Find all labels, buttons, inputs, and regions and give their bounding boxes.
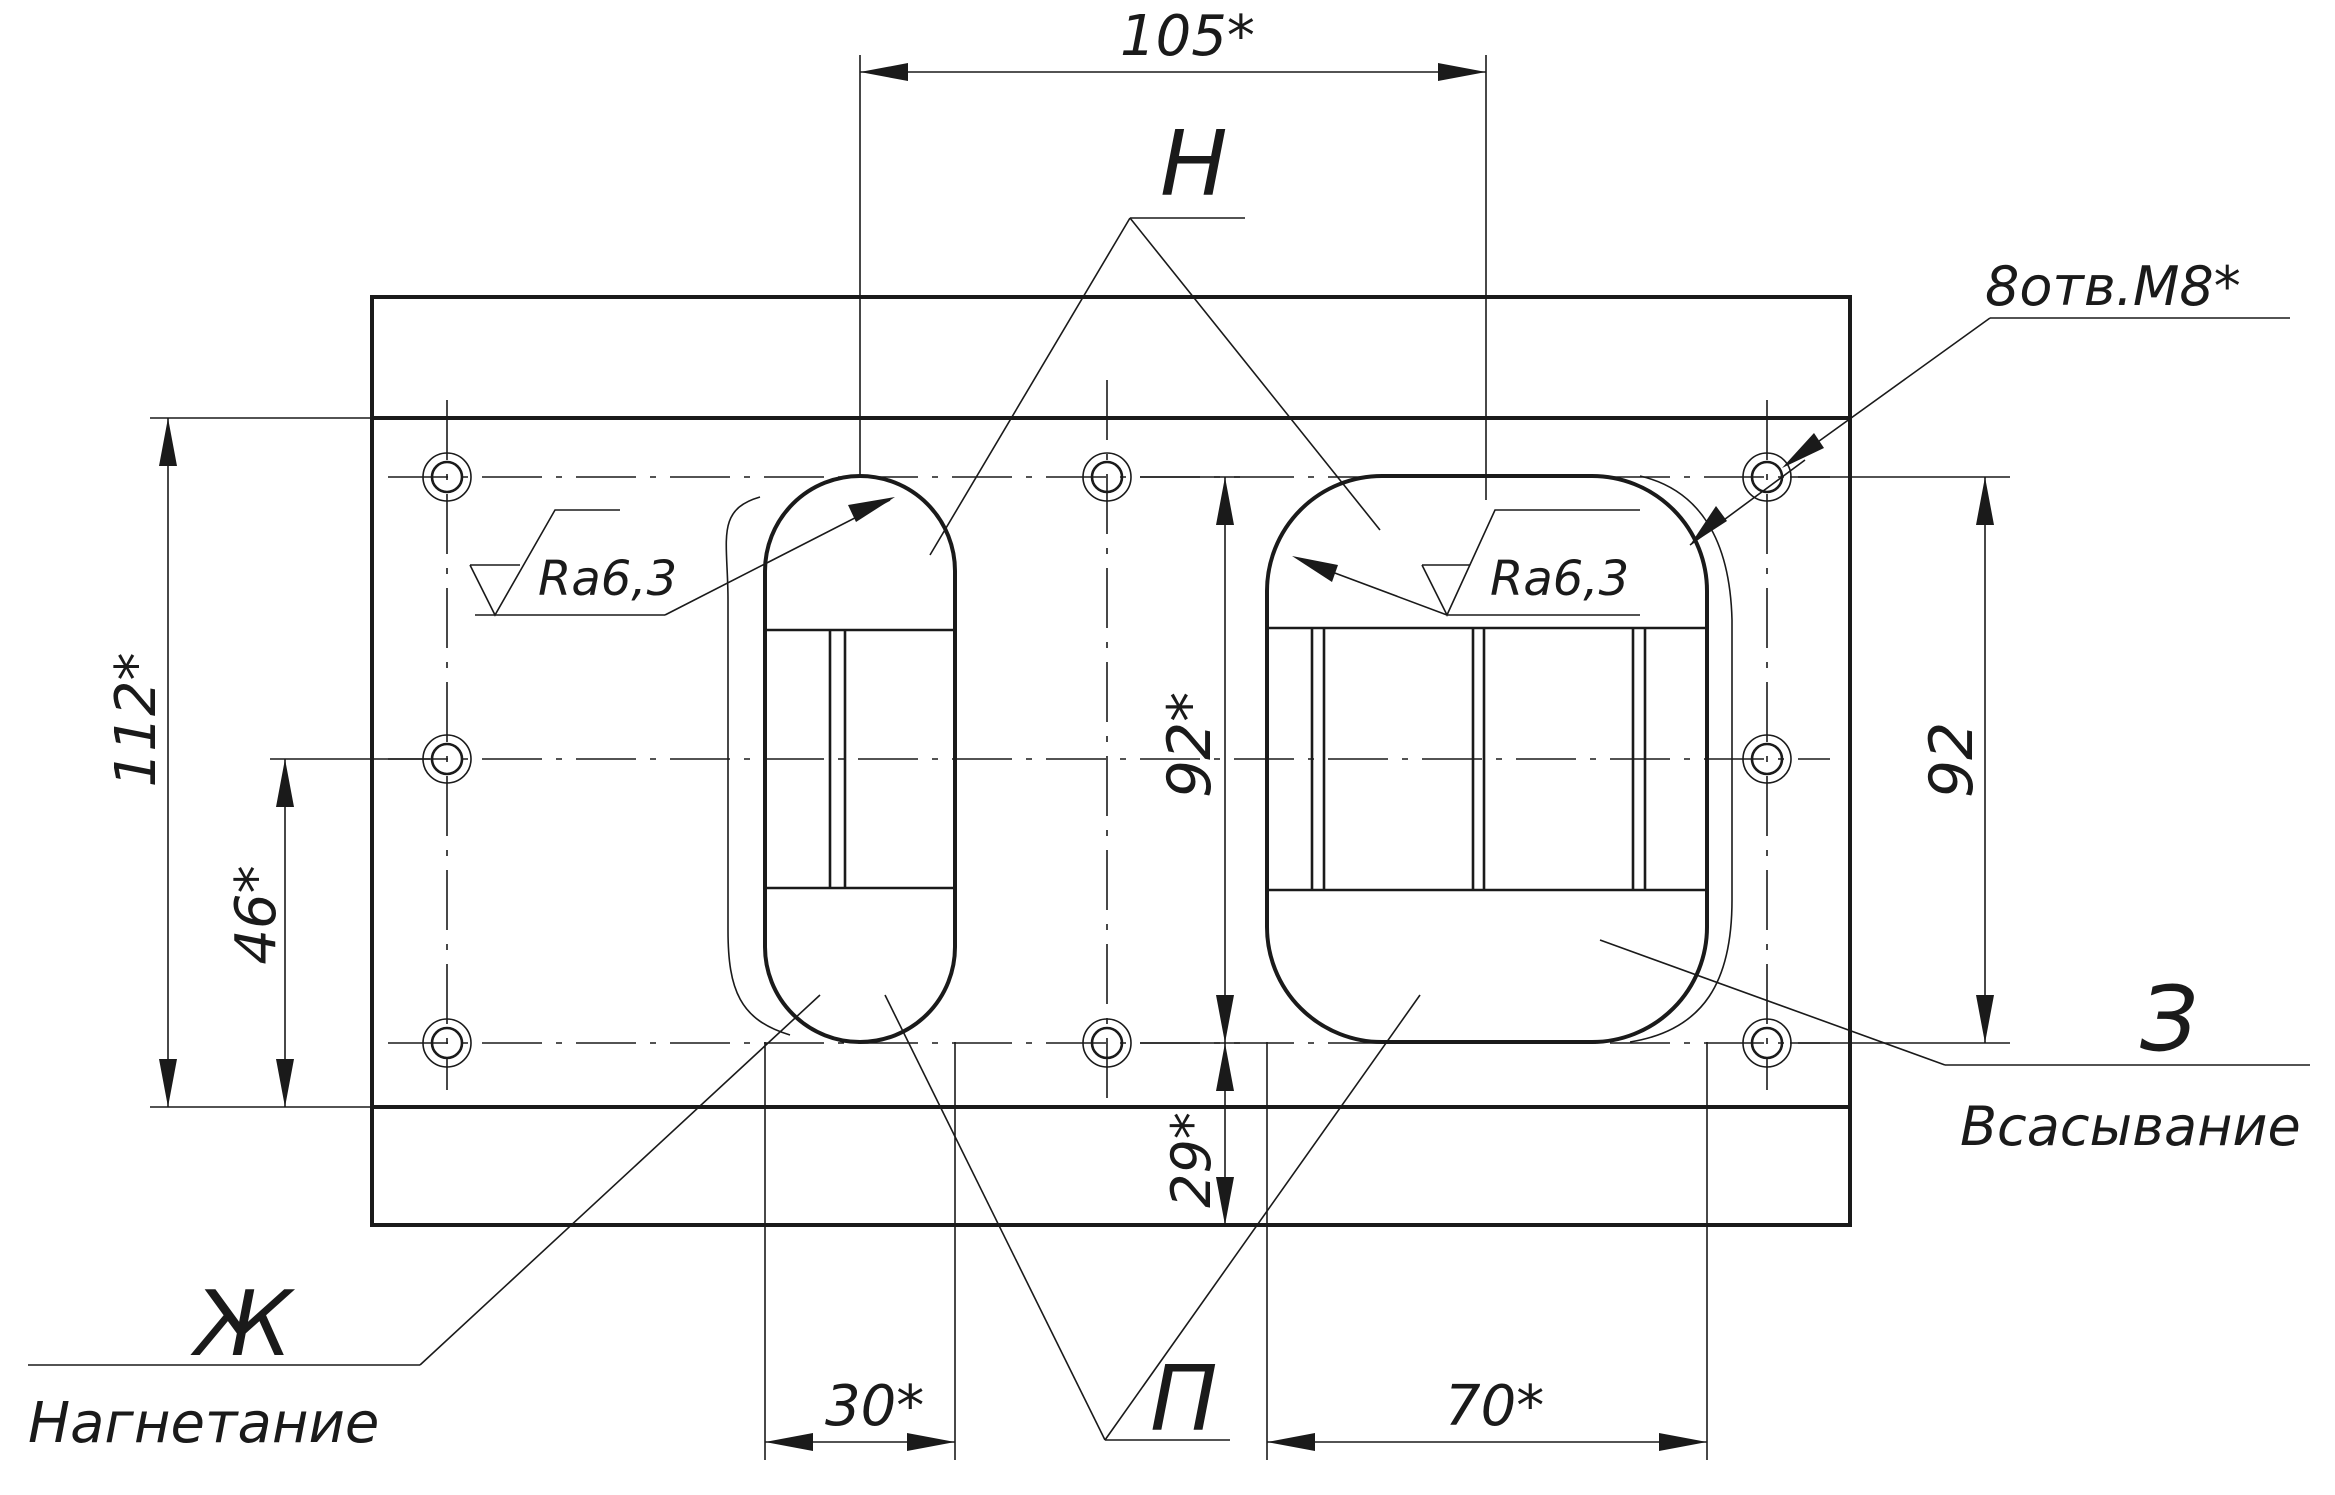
dim-bottom-offset-label: 29* <box>1160 1112 1223 1208</box>
callout-zh: Ж Нагнетание <box>28 994 821 1456</box>
callout-n: Н <box>929 112 1381 556</box>
callout-zh-label: Ж <box>190 1272 296 1377</box>
roughness-left: Ra6,3 <box>469 497 895 617</box>
callout-p: П <box>884 994 1421 1452</box>
dim-right-height: 92 <box>1790 476 2010 1044</box>
hole-5 <box>1082 1018 1132 1068</box>
dim-top-width-label: 105* <box>1120 4 1255 69</box>
roughness-left-label: Ra6,3 <box>538 551 677 607</box>
dim-left-height: 112* <box>104 417 372 1108</box>
dim-center-height: 92* <box>1140 476 1240 1044</box>
dim-left-height-label: 112* <box>104 653 169 788</box>
callout-p-label: П <box>1150 1347 1218 1452</box>
dim-large-port-width: 70* <box>1266 1042 1708 1460</box>
mounting-holes <box>422 452 1792 1068</box>
hole-4 <box>1082 452 1132 502</box>
callout-n-label: Н <box>1160 112 1228 217</box>
roughness-right: Ra6,3 <box>1292 509 1640 617</box>
plate-outline <box>370 295 1852 1227</box>
dim-left-spacing: 46* <box>224 758 430 1107</box>
callout-holes-label: 8отв.M8* <box>1985 255 2241 318</box>
dim-small-port-width: 30* <box>764 1042 956 1460</box>
dim-bottom-offset: 29* <box>1160 1043 1234 1225</box>
callout-discharge-label: Нагнетание <box>28 1391 379 1456</box>
dim-center-height-label: 92* <box>1155 692 1225 798</box>
centre-lines <box>388 380 1830 1110</box>
callout-z-label: З <box>2140 967 2198 1072</box>
dim-left-spacing-label: 46* <box>224 865 289 964</box>
dim-right-height-label: 92 <box>1917 722 1987 798</box>
hole-3 <box>422 1018 472 1068</box>
dim-small-port-width-label: 30* <box>825 1374 924 1439</box>
callout-z: З Всасывание <box>1599 939 2310 1158</box>
callout-suction-label: Всасывание <box>1960 1095 2301 1158</box>
dim-top-width: 105* <box>859 4 1487 500</box>
hole-1 <box>422 452 472 502</box>
roughness-right-label: Ra6,3 <box>1490 551 1629 607</box>
hole-7 <box>1742 734 1792 784</box>
callout-holes: 8отв.M8* <box>1689 255 2290 546</box>
dim-large-port-width-label: 70* <box>1445 1374 1544 1439</box>
